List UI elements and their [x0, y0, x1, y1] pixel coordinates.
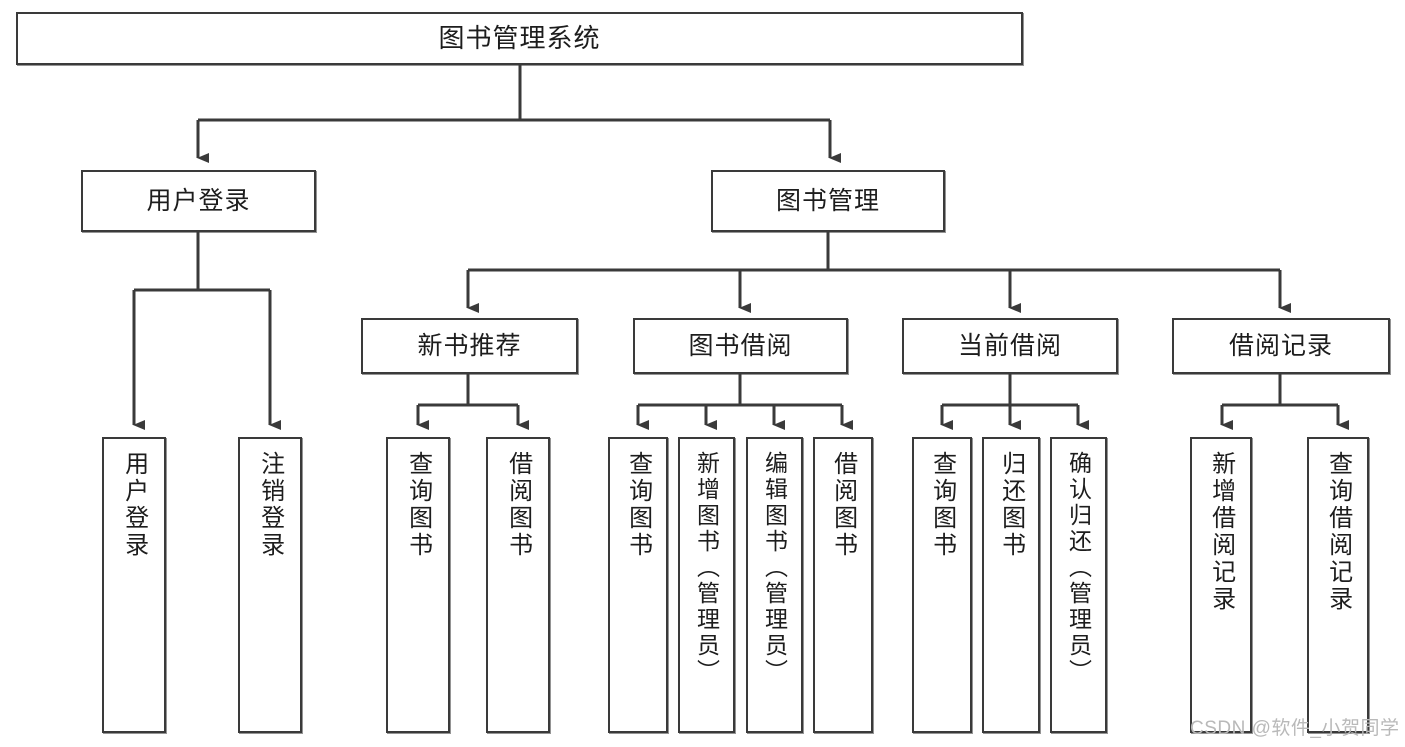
node-label: 图书借阅 — [688, 331, 793, 360]
node-root-system[interactable]: 图书管理系统 — [16, 12, 1023, 65]
node-label: 借阅图书 — [829, 451, 857, 559]
node-label: 图书管理 — [775, 186, 880, 215]
node-label: 新书推荐 — [417, 331, 522, 360]
node-label: 新增借阅记录 — [1207, 451, 1235, 613]
leaf-return-book[interactable]: 归还图书 — [982, 437, 1040, 733]
leaf-edit-book-admin[interactable]: 编辑图书（管理员） — [746, 437, 803, 733]
node-new-book-recommend[interactable]: 新书推荐 — [361, 318, 578, 374]
node-label: 查询图书 — [928, 451, 956, 559]
leaf-logout[interactable]: 注销登录 — [238, 437, 302, 733]
leaf-user-login[interactable]: 用户登录 — [102, 437, 166, 733]
leaf-query-book-borrow[interactable]: 查询图书 — [608, 437, 668, 733]
node-label: 归还图书 — [997, 451, 1025, 559]
node-user-login[interactable]: 用户登录 — [81, 170, 316, 232]
node-label: 查询借阅记录 — [1324, 451, 1352, 613]
leaf-query-book-current[interactable]: 查询图书 — [912, 437, 972, 733]
node-label: 借阅记录 — [1228, 331, 1333, 360]
node-label: 注销登录 — [256, 451, 284, 559]
node-book-borrow[interactable]: 图书借阅 — [633, 318, 848, 374]
node-label: 查询图书 — [404, 451, 432, 559]
node-label: 当前借阅 — [957, 331, 1062, 360]
leaf-borrow-book-recommend[interactable]: 借阅图书 — [486, 437, 550, 733]
node-borrow-record[interactable]: 借阅记录 — [1172, 318, 1390, 374]
leaf-add-borrow-record[interactable]: 新增借阅记录 — [1190, 437, 1252, 733]
csdn-watermark: CSDN @软件_小贺同学 — [1190, 718, 1400, 739]
node-label: 查询图书 — [624, 451, 652, 559]
node-label: 编辑图书（管理员） — [761, 451, 788, 685]
node-book-management[interactable]: 图书管理 — [711, 170, 945, 232]
leaf-confirm-return-admin[interactable]: 确认归还（管理员） — [1050, 437, 1107, 733]
node-label: 借阅图书 — [504, 451, 532, 559]
leaf-query-borrow-record[interactable]: 查询借阅记录 — [1307, 437, 1369, 733]
leaf-add-book-admin[interactable]: 新增图书（管理员） — [678, 437, 735, 733]
leaf-query-book-recommend[interactable]: 查询图书 — [386, 437, 450, 733]
node-label: 确认归还（管理员） — [1065, 451, 1092, 685]
node-label: 用户登录 — [120, 451, 148, 559]
leaf-borrow-book[interactable]: 借阅图书 — [813, 437, 873, 733]
node-label: 新增图书（管理员） — [693, 451, 720, 685]
node-label: 用户登录 — [146, 186, 251, 215]
node-current-borrow[interactable]: 当前借阅 — [902, 318, 1118, 374]
node-label: 图书管理系统 — [438, 22, 601, 53]
